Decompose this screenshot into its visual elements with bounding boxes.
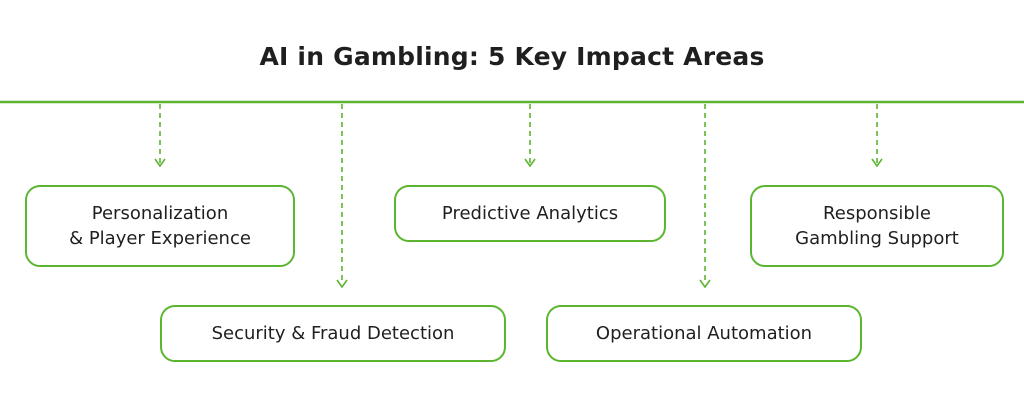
- arrow-security: [336, 104, 348, 289]
- box-responsible-gambling: Responsible Gambling Support: [750, 185, 1004, 267]
- box-operational-automation: Operational Automation: [546, 305, 862, 362]
- box-predictive-analytics: Predictive Analytics: [394, 185, 666, 242]
- box-personalization: Personalization & Player Experience: [25, 185, 295, 267]
- diagram-title: AI in Gambling: 5 Key Impact Areas: [259, 42, 765, 71]
- box-security-fraud: Security & Fraud Detection: [160, 305, 506, 362]
- arrow-predictive: [524, 104, 536, 168]
- arrow-responsible: [871, 104, 883, 168]
- arrow-operational: [699, 104, 711, 289]
- arrow-personalization: [154, 104, 166, 168]
